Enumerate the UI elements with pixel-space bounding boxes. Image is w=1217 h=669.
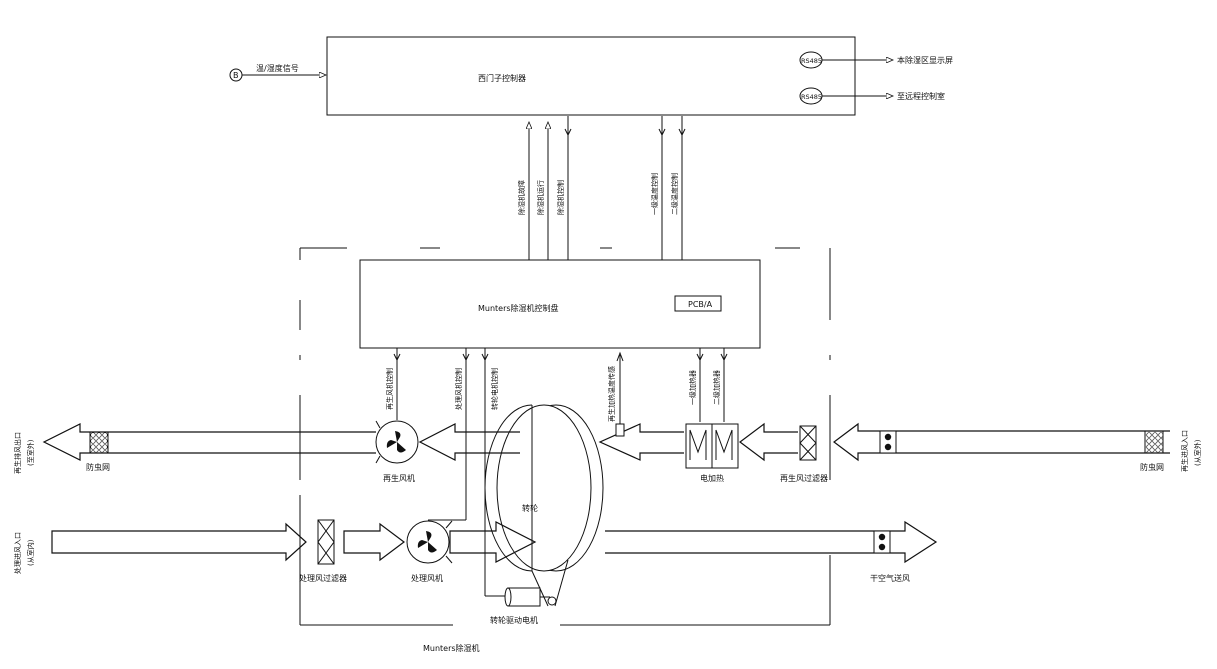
- svg-text:B: B: [233, 71, 239, 80]
- sig-temp1: 一级温度控制: [650, 173, 659, 215]
- regen-exhaust-arrow: [42, 423, 376, 461]
- sig-run: 除湿机运行: [536, 180, 545, 215]
- regen-inlet-sub: (从室外): [1193, 439, 1202, 466]
- insect-left-label: 防虫网: [86, 462, 110, 472]
- regen-exhaust-sub: (至室外): [26, 439, 35, 466]
- regen-filter: [799, 425, 817, 461]
- machine-boundary: [299, 247, 831, 626]
- insect-screen-left: [89, 431, 109, 454]
- controller-label: 西门子控制器: [478, 73, 526, 83]
- pcb-label: PCB/A: [688, 300, 713, 309]
- process-air-path: [51, 519, 938, 565]
- process-filter: [317, 519, 335, 565]
- process-filter-label: 处理风过滤器: [299, 573, 347, 583]
- svg-text:RS485: RS485: [801, 57, 822, 65]
- controller-box: [326, 36, 856, 116]
- sig-fault: 除湿机故障: [517, 180, 526, 215]
- rotor-label: 转轮: [522, 503, 538, 513]
- desiccant-rotor: [484, 404, 604, 607]
- insect-right-label: 防虫网: [1140, 462, 1164, 472]
- regen-air-path: [598, 422, 1170, 469]
- regen-flow-mid: [418, 423, 520, 461]
- machine-label: Munters除湿机: [423, 643, 480, 653]
- pcb-box: [674, 295, 722, 312]
- sig-regen-temp: 再生加热温度传感: [607, 366, 616, 422]
- regen-inlet-label: 再生进风入口: [1180, 430, 1189, 472]
- process-inlet-sub: (从室内): [26, 539, 35, 566]
- sig-rotor-motor: 转轮电机控制: [490, 368, 499, 410]
- regen-fan: [375, 420, 419, 464]
- to-local-screen: 本除湿区显示屏: [897, 55, 953, 65]
- dry-air-label: 干空气送风: [870, 573, 910, 583]
- process-fan-label: 处理风机: [411, 573, 443, 583]
- control-panel-box: [359, 259, 761, 349]
- heater-label: 电加热: [700, 473, 724, 483]
- regen-filter-label: 再生风过滤器: [780, 473, 828, 483]
- insect-screen-right: [1144, 430, 1164, 454]
- sig-proc-fan: 处理风机控制: [454, 368, 463, 410]
- sig-regen-fan: 再生风机控制: [385, 368, 394, 410]
- rotor-motor: [504, 587, 557, 607]
- rotor-motor-label: 转轮驱动电机: [490, 615, 538, 625]
- signal-lines-upper: [529, 116, 686, 260]
- process-fan: [406, 520, 453, 564]
- process-inlet-label: 处理进风入口: [13, 532, 22, 574]
- svg-text:RS485: RS485: [801, 93, 822, 101]
- sig-temp2: 二级温度控制: [670, 173, 679, 215]
- signal-lines-lower: [393, 348, 728, 597]
- regen-exhaust-label: 再生排风出口: [13, 432, 22, 474]
- sig-heater1: 一级加热器: [688, 370, 697, 405]
- control-panel-label: Munters除湿机控制盘: [478, 303, 559, 313]
- sig-control: 除湿机控制: [556, 180, 565, 215]
- to-remote-room: 至远程控制室: [897, 91, 945, 101]
- signal-in-label: 温/湿度信号: [256, 63, 299, 73]
- sig-heater2: 二级加热器: [712, 370, 721, 405]
- regen-fan-label: 再生风机: [383, 473, 415, 483]
